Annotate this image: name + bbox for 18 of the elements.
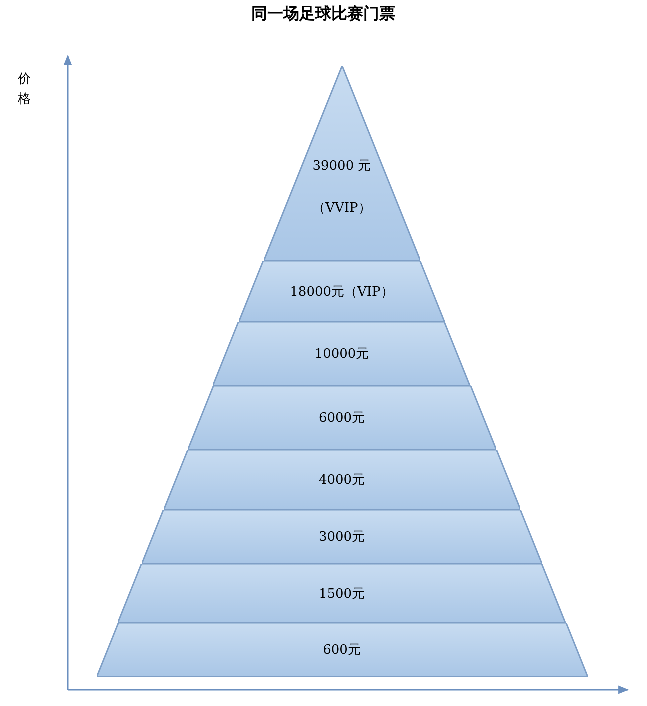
pyramid-tier	[164, 450, 520, 510]
price-text: 4000元	[318, 472, 366, 489]
price-text: 3000元	[318, 529, 366, 546]
pyramid-tier	[239, 261, 445, 322]
price-text: 39000 元	[312, 158, 372, 175]
diagram-title: 同一场足球比赛门票	[250, 4, 396, 25]
price-text: 1500元	[318, 586, 366, 602]
price-text: 18000元（VIP）	[290, 284, 394, 300]
pyramid-tier	[118, 564, 566, 623]
axis-label: 价格	[18, 71, 32, 109]
pyramid-tier	[142, 510, 542, 564]
price-text: 10000元	[314, 346, 370, 363]
price-text: （VVIP）	[312, 200, 372, 217]
pyramid-tier	[213, 322, 471, 386]
price-text: 600元	[323, 642, 361, 659]
pyramid-tier	[96, 623, 588, 677]
pyramid-tier	[188, 386, 496, 450]
price-text: 6000元	[318, 410, 366, 427]
